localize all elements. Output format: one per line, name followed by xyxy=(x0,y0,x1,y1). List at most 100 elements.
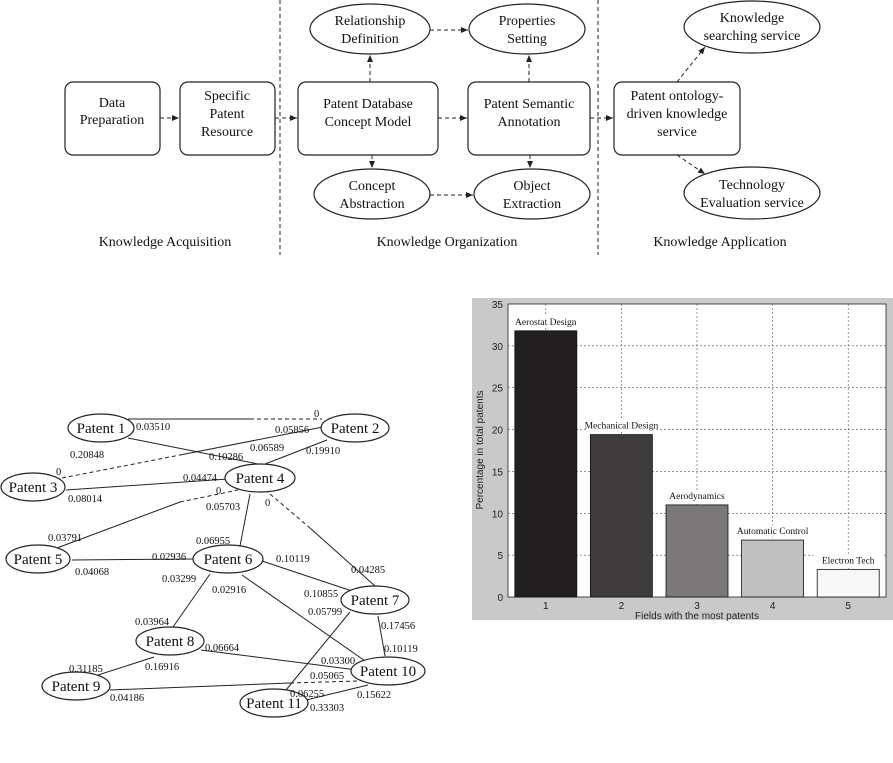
x-tick-label: 5 xyxy=(845,601,851,612)
bar-label-bg xyxy=(586,419,657,432)
x-tick-label: 1 xyxy=(543,601,549,612)
node-patent-9: Patent 9 xyxy=(41,671,111,701)
node-label: Patent 5 xyxy=(14,552,63,568)
box-text: Specific xyxy=(204,89,250,104)
edge-weight-label: 0.17456 xyxy=(381,621,415,632)
ellipse-text: Evaluation service xyxy=(700,196,804,211)
edge-weight-label: 0.10855 xyxy=(304,589,338,600)
ellipse-text: Object xyxy=(513,179,550,194)
node-label: Patent 6 xyxy=(204,552,253,568)
edge-weight-label: 0.06664 xyxy=(205,643,240,654)
box-text: Patent Database xyxy=(323,97,413,112)
edge-weight-label: 0.06255 xyxy=(290,689,324,700)
box-knowledge-service: Patent ontology- driven knowledge servic… xyxy=(613,81,741,156)
edge-weight-label: 0.03299 xyxy=(162,574,196,585)
node-label: Patent 7 xyxy=(351,593,400,609)
box-text: Concept Model xyxy=(325,115,412,130)
edge-weight-label: 0.03791 xyxy=(48,533,82,544)
box-text: Annotation xyxy=(498,115,561,130)
bar-4 xyxy=(741,539,804,598)
edge-weight-label: 0.05799 xyxy=(308,607,342,618)
edge-weight-label: 0.19910 xyxy=(306,446,340,457)
node-label: Patent 11 xyxy=(246,696,302,712)
bar-label: Automatic Control xyxy=(737,527,809,537)
node-patent-3: Patent 3 xyxy=(0,472,66,502)
bar-label: Electron Tech xyxy=(822,556,875,566)
box-text: service xyxy=(657,125,697,140)
ellipse-text: Definition xyxy=(341,32,399,47)
x-tick-label: 2 xyxy=(619,601,625,612)
ellipse-text: Abstraction xyxy=(339,197,404,212)
y-tick-label: 30 xyxy=(492,342,504,353)
edge-weight-label: 0.02916 xyxy=(212,585,246,596)
ellipse-relationship-definition: Relationship Definition xyxy=(309,3,431,55)
node-label: Patent 2 xyxy=(331,421,380,437)
section-label-organization: Knowledge Organization xyxy=(377,235,518,250)
box-data-preparation: Data Preparation xyxy=(64,81,161,156)
edge-weight-label: 0.04285 xyxy=(351,565,385,576)
edge-weight-label: 0 xyxy=(56,467,61,478)
node-label: Patent 1 xyxy=(77,421,126,437)
ellipse-properties-setting: Properties Setting xyxy=(468,3,586,55)
box-text: driven knowledge xyxy=(627,107,728,122)
edge-weight-label: 0.08014 xyxy=(68,494,103,505)
bar-label-bg xyxy=(510,315,581,328)
edge-weight-label: 0 xyxy=(314,409,319,420)
node-patent-1: Patent 1 xyxy=(67,413,135,443)
bar-1 xyxy=(514,330,578,598)
edge-weight-label: 0.20848 xyxy=(70,450,104,461)
ellipse-technology-evaluation: Technology Evaluation service xyxy=(683,166,821,220)
flowchart: Data Preparation Specific Patent Resourc… xyxy=(64,0,821,255)
node-patent-5: Patent 5 xyxy=(5,544,71,574)
ellipse-text: Setting xyxy=(507,32,547,47)
ellipse-text: Concept xyxy=(349,179,396,194)
box-text: Patent Semantic xyxy=(484,97,575,112)
flow-arrows xyxy=(160,27,706,198)
box-concept-model: Patent Database Concept Model xyxy=(297,81,439,156)
ellipse-text: Properties xyxy=(499,14,556,29)
ellipse-text: Knowledge xyxy=(720,11,785,26)
edge-weight-label: 0.03510 xyxy=(136,422,170,433)
edge-weight-label: 0.06955 xyxy=(196,536,230,547)
ellipse-text: searching service xyxy=(704,29,801,44)
ellipse-knowledge-searching: Knowledge searching service xyxy=(683,0,821,54)
box-text: Resource xyxy=(201,125,253,140)
edge-weight-label: 0 xyxy=(216,486,221,497)
edge-weight-label: 0.04186 xyxy=(110,693,144,704)
edge-weight-label: 0.31185 xyxy=(69,664,103,675)
bar-5 xyxy=(816,568,880,598)
y-axis-label: Percentage in total patents xyxy=(475,391,486,510)
node-patent-8: Patent 8 xyxy=(135,626,205,656)
edge-weight-label: 0.05856 xyxy=(275,425,309,436)
edge-weight-label: 0.02936 xyxy=(152,552,186,563)
edge-weight-label: 0.10286 xyxy=(209,452,243,463)
bar-label: Aerodynamics xyxy=(669,492,725,502)
edge-weight-label: 0.04474 xyxy=(183,473,218,484)
ellipse-text: Technology xyxy=(719,178,785,193)
edge-weight-label: 0.33303 xyxy=(310,703,344,714)
bar-label-bg xyxy=(662,489,732,502)
edge-weight-label: 0.15622 xyxy=(357,690,391,701)
bar-label: Mechanical Design xyxy=(585,422,659,432)
node-patent-2: Patent 2 xyxy=(320,413,390,443)
node-patent-10: Patent 10 xyxy=(350,656,426,686)
x-axis-label: Fields with the most patents xyxy=(635,611,759,622)
x-tick-label: 4 xyxy=(770,601,776,612)
box-text: Preparation xyxy=(80,113,145,128)
box-text: Patent xyxy=(210,107,245,122)
node-patent-7: Patent 7 xyxy=(340,585,410,615)
bar-3 xyxy=(665,504,729,598)
edge-weight-label: 0 xyxy=(265,498,270,509)
ellipse-object-extraction: Object Extraction xyxy=(473,168,591,220)
y-tick-label: 10 xyxy=(492,509,504,520)
edge-weight-label: 0.05703 xyxy=(206,502,240,513)
bar-label: Aerostat Design xyxy=(515,318,577,328)
edge-weight-label: 0.10119 xyxy=(276,554,310,565)
node-label: Patent 9 xyxy=(52,679,101,695)
